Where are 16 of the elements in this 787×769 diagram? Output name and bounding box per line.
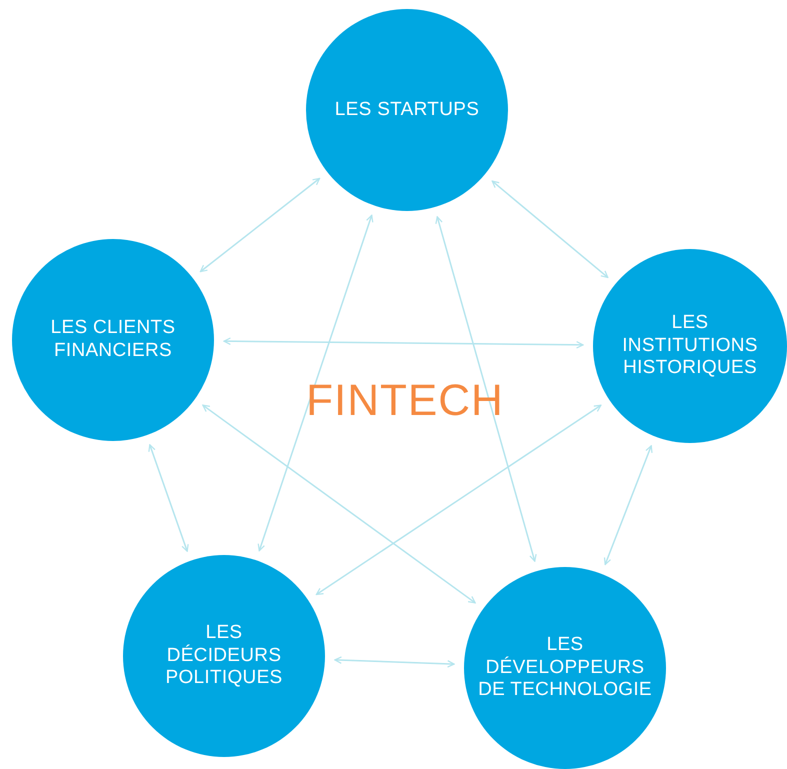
double-arrow xyxy=(334,656,455,668)
double-arrow xyxy=(258,214,374,552)
double-arrow xyxy=(492,180,608,278)
double-arrow xyxy=(200,178,320,272)
center-title: FINTECH xyxy=(305,376,505,426)
node-label: LES CLIENTS FINANCIERS xyxy=(50,317,176,363)
double-arrow xyxy=(316,404,602,596)
node-label: LES DÉVELOPPEURS DE TECHNOLOGIE xyxy=(477,634,653,702)
double-arrow xyxy=(223,337,584,349)
node-label: LES DÉCIDEURS POLITIQUES xyxy=(164,622,284,690)
node-label: LES STARTUPS xyxy=(334,98,480,122)
double-arrow xyxy=(435,216,537,562)
double-arrow xyxy=(148,444,189,552)
double-arrow xyxy=(202,404,476,604)
node-label: LES INSTITUTIONS HISTORIQUES xyxy=(621,312,759,380)
double-arrow xyxy=(604,445,653,566)
